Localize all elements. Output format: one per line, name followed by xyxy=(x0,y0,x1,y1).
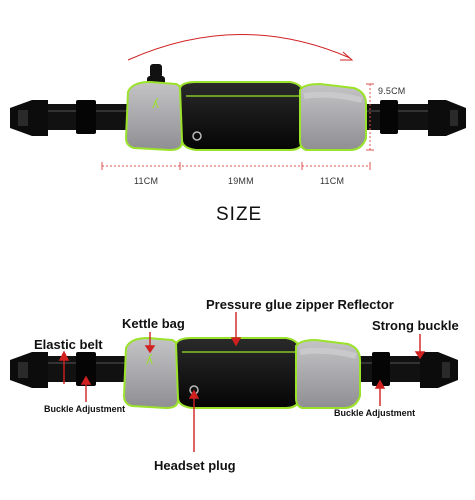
kettle-bag-label: Kettle bag xyxy=(122,316,185,331)
buckle-adjustment-right-label: Buckle Adjustment xyxy=(334,408,416,418)
headset-plug-label: Headset plug xyxy=(154,458,236,473)
top-right-pocket xyxy=(299,82,367,151)
bottom-right-buckle xyxy=(420,352,458,388)
right-pocket-width-label: 11CM xyxy=(320,176,345,186)
top-logo-icon: ʎ xyxy=(152,97,159,111)
bottom-logo-icon: ʎ xyxy=(146,353,153,367)
curve-arrow xyxy=(127,34,351,61)
center-pouch-width-label: 19MM xyxy=(228,176,254,186)
top-right-slider xyxy=(380,100,398,134)
elastic-belt-label: Elastic belt xyxy=(34,337,103,352)
size-title: SIZE xyxy=(216,204,263,225)
bottom-right-slider xyxy=(372,352,390,386)
bottom-left-buckle xyxy=(10,352,48,388)
zipper-reflector-label: Pressure glue zipper Reflector xyxy=(206,297,394,312)
left-pocket-width-label: 11CM xyxy=(134,176,159,186)
top-headset-ring xyxy=(192,131,202,141)
top-belt: ʎ xyxy=(10,34,466,170)
height-dimension-label: 9.5CM xyxy=(378,86,406,96)
bottom-right-pocket xyxy=(295,338,361,409)
top-right-buckle xyxy=(428,100,466,136)
bottom-belt: ʎ xyxy=(10,336,458,410)
top-bottle-cap xyxy=(150,64,162,78)
callout-lines xyxy=(58,312,426,452)
buckle-adjustment-left-label: Buckle Adjustment xyxy=(44,404,126,414)
strong-buckle-label: Strong buckle xyxy=(372,318,459,333)
curve-arrow-head xyxy=(340,51,354,61)
top-left-pocket xyxy=(124,80,183,152)
top-left-slider xyxy=(76,100,96,134)
bottom-left-slider xyxy=(76,352,96,386)
top-left-buckle xyxy=(10,100,48,136)
